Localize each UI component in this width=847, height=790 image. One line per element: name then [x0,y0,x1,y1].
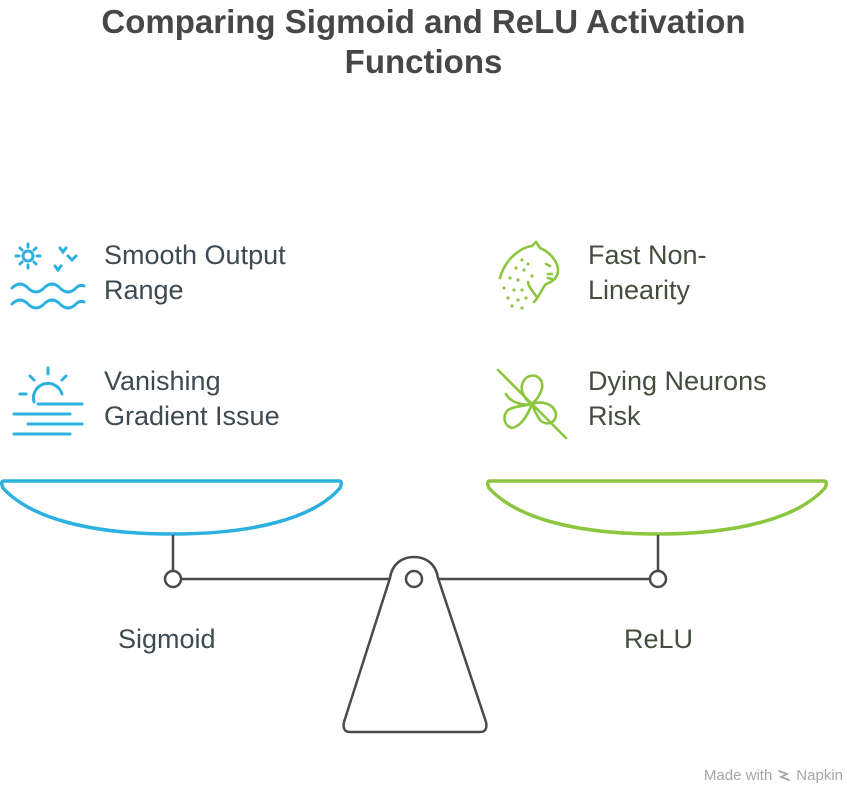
item-label-line-1: Fast Non- [588,240,707,270]
item-label-line-1: Dying Neurons [588,366,767,396]
fulcrum-pivot [404,569,424,589]
item-label: Fast Non- Linearity [588,238,707,308]
title-line-2: Functions [344,43,503,80]
credit-brand: Napkin [796,767,843,784]
balance-scale [0,479,829,734]
sigmoid-item-smooth-output: Smooth Output Range [8,238,286,318]
relu-item-fast-nonlinearity: Fast Non- Linearity [492,238,707,318]
napkin-logo-icon [778,769,791,781]
sigmoid-label: Sigmoid [118,624,216,654]
cheetah-icon [498,240,560,310]
relu-pan [485,479,829,536]
crossed-clover-icon [496,368,568,440]
item-label-line-2: Range [104,275,184,305]
fulcrum-stand [342,555,488,734]
sigmoid-item-vanishing-gradient: Vanishing Gradient Issue [8,364,280,444]
item-label-line-2: Risk [588,401,641,431]
item-label-line-1: Vanishing [104,366,221,396]
napkin-credit[interactable]: Made with Napkin [704,767,843,784]
item-label-line-2: Gradient Issue [104,401,280,431]
credit-prefix: Made with [703,767,773,784]
page-title: Comparing Sigmoid and ReLU Activation Fu… [0,2,847,82]
sigmoid-pan [0,479,344,536]
relu-hinge [648,569,668,589]
item-label-line-2: Linearity [588,275,691,305]
item-label: Vanishing Gradient Issue [104,364,280,434]
relu-label: ReLU [624,624,694,654]
item-label: Dying Neurons Risk [588,364,767,434]
sigmoid-hinge [163,569,183,589]
item-label: Smooth Output Range [104,238,286,308]
item-label-line-1: Smooth Output [104,240,286,270]
sunset-horizon-icon [12,366,84,436]
title-line-1: Comparing Sigmoid and ReLU Activation [101,3,746,40]
sun-birds-waves-icon [10,242,86,310]
relu-item-dying-neurons: Dying Neurons Risk [492,364,767,444]
